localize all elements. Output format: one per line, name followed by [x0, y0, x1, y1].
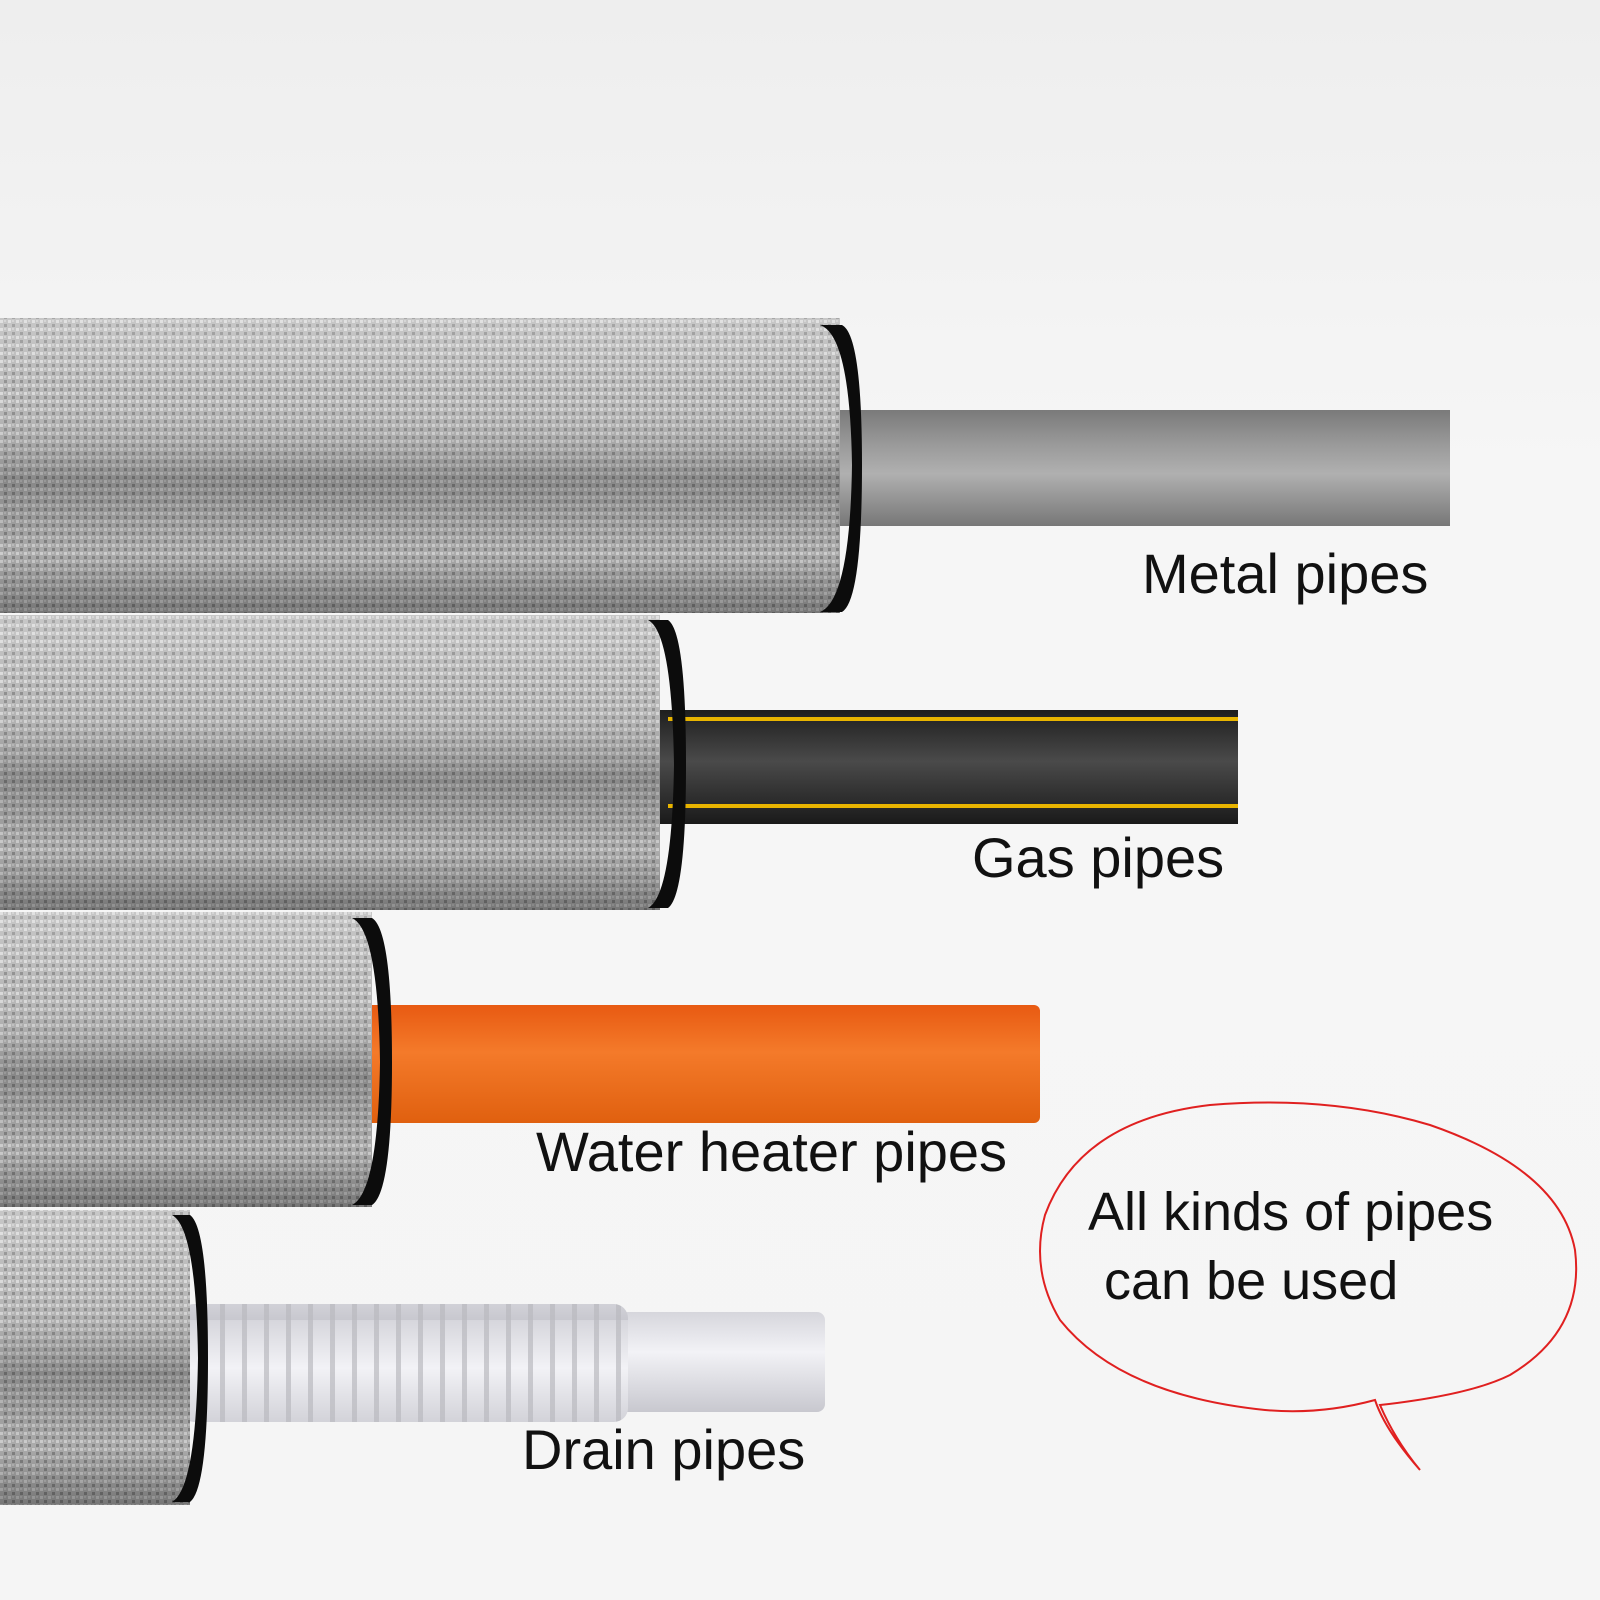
gas-pipe-stripe-top	[668, 717, 1238, 721]
water-heater-pipe	[360, 1005, 1040, 1123]
water-heater-pipe-insulation-shade	[0, 912, 372, 1207]
water-heater-pipe-foam-end	[352, 918, 392, 1205]
water-heater-pipe-row	[0, 912, 1040, 1207]
drain-pipe-insulation-shade	[0, 1210, 190, 1505]
metal-pipe-foam-end	[820, 325, 862, 612]
drain-pipe-plain	[620, 1312, 825, 1412]
speech-bubble-text: All kinds of pipes can be used	[1088, 1178, 1493, 1316]
drain-pipe-foam-end	[172, 1215, 208, 1502]
gas-pipes-label: Gas pipes	[972, 826, 1225, 889]
drain-pipe-corrugated	[180, 1304, 628, 1422]
metal-pipes-label: Metal pipes	[1142, 542, 1429, 605]
gas-pipe-foam-end	[648, 620, 686, 908]
drain-pipes-label: Drain pipes	[522, 1418, 806, 1481]
gas-pipe-row	[0, 615, 1238, 910]
speech-bubble-line-2: can be used	[1104, 1251, 1399, 1312]
metal-pipe	[820, 410, 1450, 526]
water-heater-pipes-label: Water heater pipes	[536, 1120, 1008, 1183]
metal-pipe-row	[0, 318, 1450, 613]
gas-pipe-insulation-shade	[0, 615, 660, 910]
speech-bubble-line-1: All kinds of pipes	[1088, 1182, 1494, 1242]
metal-pipe-insulation-shade	[0, 318, 840, 613]
drain-pipe-row	[0, 1210, 825, 1505]
gas-pipe-stripe-bottom	[668, 804, 1238, 808]
speech-bubble-outline	[1039, 1101, 1578, 1471]
